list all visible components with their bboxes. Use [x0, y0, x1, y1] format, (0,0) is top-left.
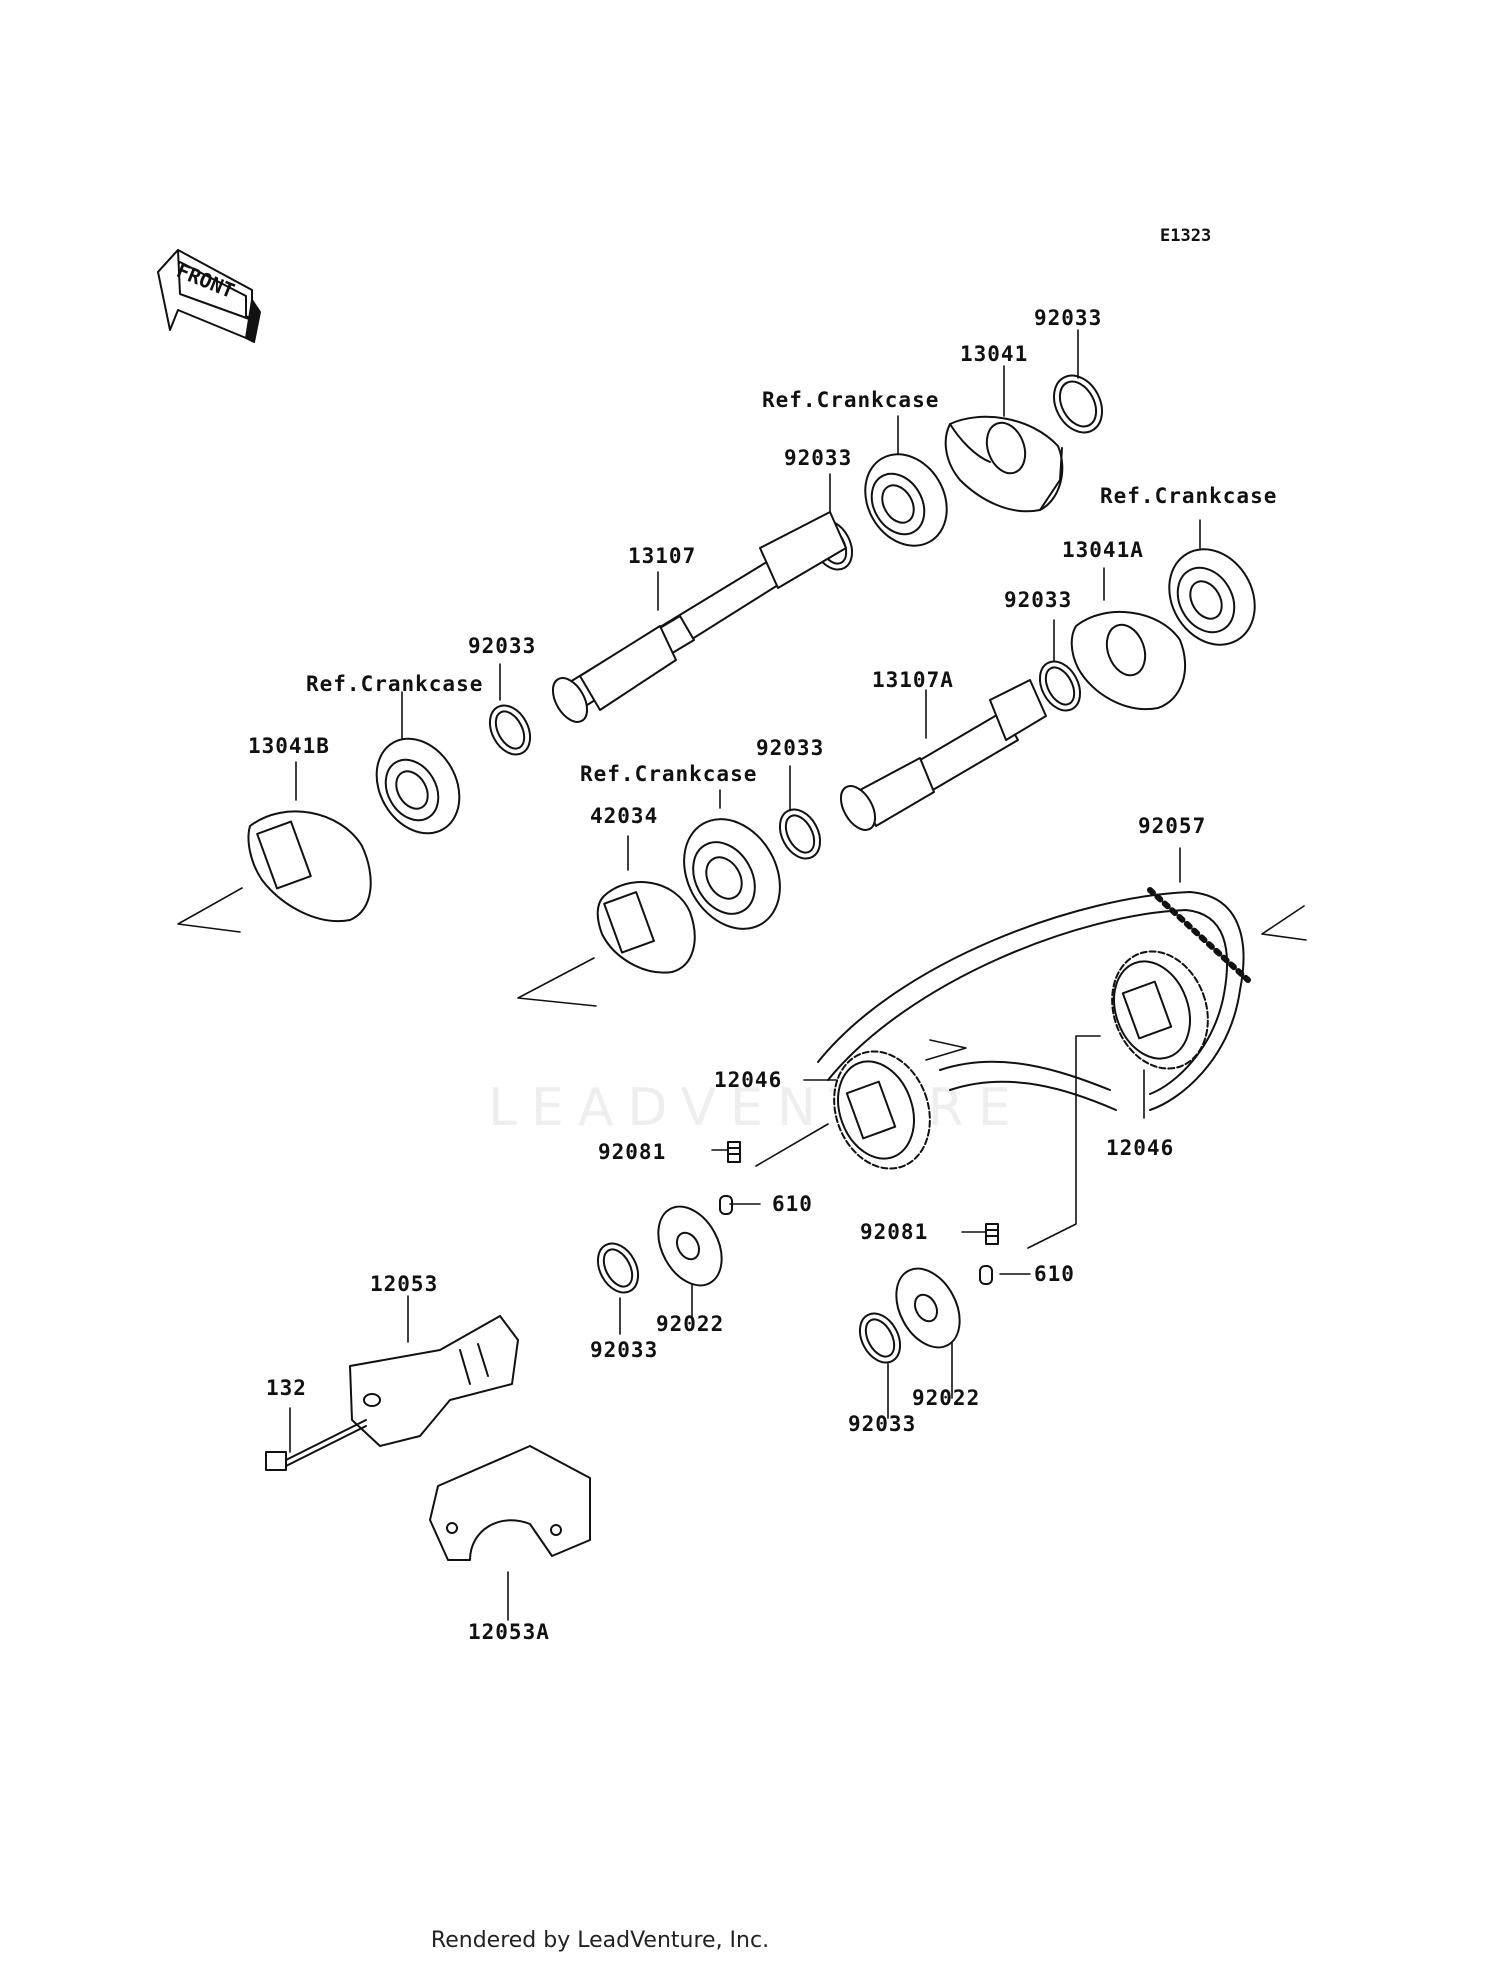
part-label[interactable]: 92033 — [468, 634, 537, 658]
cam-42034 — [596, 881, 696, 974]
part-label[interactable]: 610 — [1034, 1262, 1075, 1286]
shaft-13107a — [839, 679, 1047, 831]
cam-13041b — [247, 810, 372, 923]
front-arrow-icon: FRONT — [157, 249, 261, 343]
cam-13041a — [1070, 610, 1187, 711]
part-label[interactable]: 92081 — [860, 1220, 929, 1244]
part-label[interactable]: 13041B — [248, 734, 330, 758]
part-label[interactable]: 92057 — [1138, 814, 1207, 838]
part-label[interactable]: 92033 — [1034, 306, 1103, 330]
bearing-center — [683, 818, 781, 930]
leader-lines — [289, 329, 1201, 1621]
bearing-left — [375, 737, 461, 835]
chain-92057 — [817, 887, 1251, 1111]
part-label[interactable]: 12046 — [1106, 1136, 1175, 1160]
part-label[interactable]: 610 — [772, 1192, 813, 1216]
part-label[interactable]: Ref.Crankcase — [580, 762, 758, 786]
circlip-92033-c — [488, 704, 532, 756]
bearing-top — [864, 453, 948, 547]
part-label[interactable]: Ref.Crankcase — [306, 672, 484, 696]
circlip-92033-lower-left — [596, 1242, 640, 1294]
part-label[interactable]: 92033 — [848, 1412, 917, 1436]
part-label[interactable]: 92033 — [1004, 588, 1073, 612]
part-label[interactable]: 92033 — [590, 1338, 659, 1362]
cam-13041 — [944, 415, 1064, 513]
part-label[interactable]: Ref.Crankcase — [1100, 484, 1278, 508]
circlip-92033-b — [1038, 660, 1082, 712]
part-label[interactable]: 92033 — [784, 446, 853, 470]
washer-92022-left — [657, 1205, 723, 1287]
axis-lines — [177, 887, 1307, 1249]
bearing-right — [1168, 548, 1256, 646]
spring-92081-right — [985, 1223, 999, 1245]
pin-610-right — [979, 1265, 993, 1285]
part-label[interactable]: 92022 — [656, 1312, 725, 1336]
part-label[interactable]: 42034 — [590, 804, 659, 828]
part-label[interactable]: 92022 — [912, 1386, 981, 1410]
circlip-92033-top — [1053, 374, 1103, 434]
guide-12053 — [349, 1315, 519, 1447]
part-label[interactable]: 12046 — [714, 1068, 783, 1092]
part-label[interactable]: 92033 — [756, 736, 825, 760]
part-label[interactable]: 92081 — [598, 1140, 667, 1164]
part-label[interactable]: 132 — [266, 1376, 307, 1400]
shaft-13107 — [551, 511, 847, 723]
part-label[interactable]: 13041A — [1062, 538, 1144, 562]
footer-credit: Rendered by LeadVenture, Inc. — [430, 1928, 770, 1953]
circlip-92033-d — [778, 808, 822, 860]
spring-92081-left — [727, 1141, 741, 1163]
circlip-92033-lower-right — [858, 1312, 902, 1364]
part-label[interactable]: 12053 — [370, 1272, 439, 1296]
washer-92022-right — [895, 1267, 961, 1349]
diagram-code: E1323 — [1160, 226, 1212, 246]
part-label[interactable]: Ref.Crankcase — [762, 388, 940, 412]
guide-12053a — [429, 1445, 591, 1561]
sprocket-12046-left — [833, 1050, 931, 1170]
part-label[interactable]: 12053A — [468, 1620, 550, 1644]
pin-610-left — [719, 1195, 733, 1215]
part-label[interactable]: 13107A — [872, 668, 954, 692]
bolt-132 — [265, 1419, 367, 1471]
part-label[interactable]: 13107 — [628, 544, 697, 568]
part-label[interactable]: 13041 — [960, 342, 1029, 366]
sprocket-12046-right — [1111, 950, 1209, 1070]
